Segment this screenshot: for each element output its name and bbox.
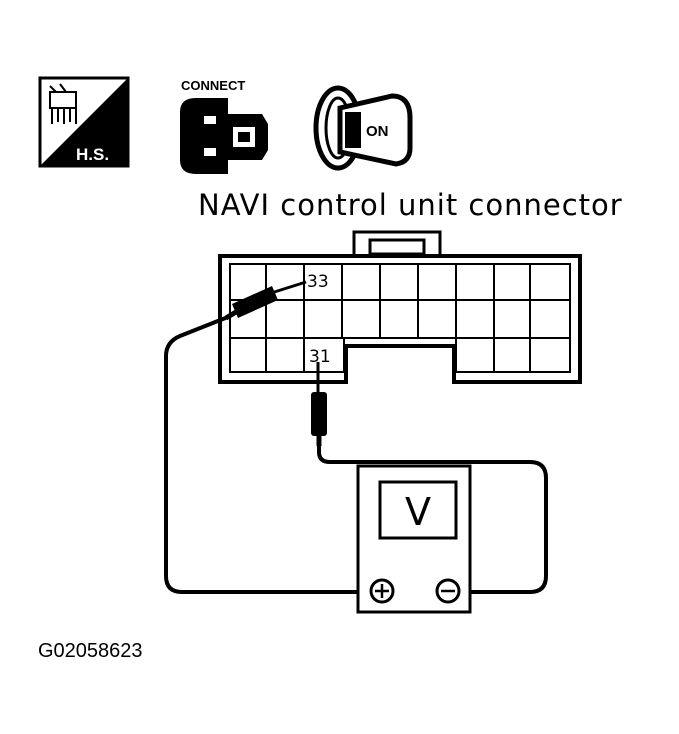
key-on-label: ON bbox=[366, 123, 389, 140]
ignition-on-icon: ON bbox=[313, 85, 413, 171]
negative-probe bbox=[311, 362, 327, 446]
negative-terminal bbox=[435, 578, 461, 604]
figure-id: G02058623 bbox=[38, 640, 143, 662]
pin-31-label: 31 bbox=[309, 347, 331, 367]
navi-connector: 33 31 bbox=[218, 230, 582, 384]
harness-side-icon: H.S. bbox=[38, 76, 130, 168]
connect-icon: CONNECT bbox=[180, 78, 268, 174]
connect-label: CONNECT bbox=[181, 78, 245, 93]
voltmeter: V bbox=[356, 464, 472, 614]
negative-lead-wire bbox=[317, 446, 548, 594]
hs-label: H.S. bbox=[76, 145, 109, 164]
pin-33-label: 33 bbox=[307, 272, 329, 292]
positive-terminal bbox=[369, 578, 395, 604]
positive-lead-wire bbox=[164, 315, 362, 594]
meter-display: V bbox=[405, 490, 431, 534]
connector-title: NAVI control unit connector bbox=[198, 188, 623, 222]
